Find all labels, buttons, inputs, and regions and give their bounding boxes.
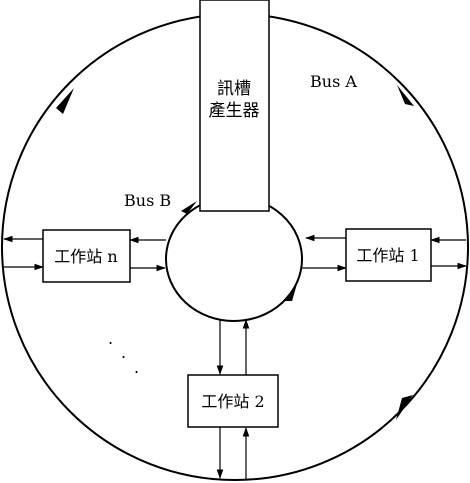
bus-b-arrow-bottom — [283, 284, 297, 301]
bus-a-label: Bus A — [310, 72, 357, 91]
bus-b-loop — [165, 196, 303, 322]
station-n-box — [42, 229, 131, 283]
slot-generator-box — [199, 0, 270, 212]
station-2-box — [187, 374, 279, 428]
ellipsis-dot-2: . — [121, 343, 126, 362]
bus-a-arrow-upper-left — [56, 88, 74, 114]
station-2-label: 工作站 2 — [201, 392, 264, 411]
slot-generator-label-line1: 訊槽 — [217, 79, 251, 99]
station-1-label: 工作站 1 — [356, 246, 419, 265]
bus-a-arrow-upper-right — [397, 85, 414, 106]
bus-a-arrow-lower-right — [396, 395, 413, 420]
bus-b-label: Bus B — [124, 191, 171, 210]
slot-generator-label-line2: 產生器 — [209, 101, 260, 121]
ellipsis-dot-3: . — [134, 358, 139, 377]
station-n-label: 工作站 n — [54, 247, 117, 266]
ellipsis-dot-1: . — [108, 329, 113, 348]
bus-b-arrow-top — [181, 201, 197, 214]
station-1-box — [345, 228, 432, 282]
